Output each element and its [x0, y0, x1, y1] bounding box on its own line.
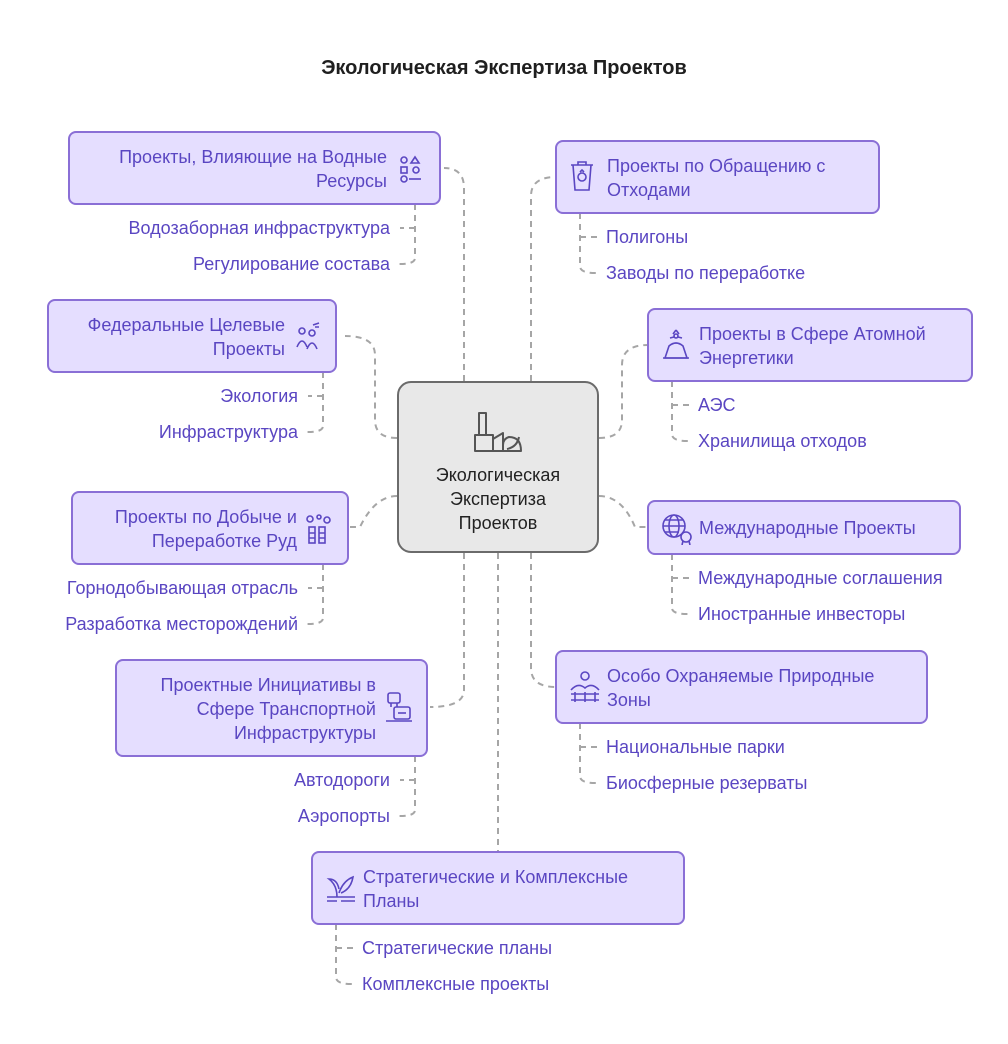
subitem-infrastructure: Инфраструктура [158, 422, 298, 442]
subitem-national-parks: Национальные парки [606, 737, 785, 757]
subitem-biosphere-reserves: Биосферные резерваты [606, 773, 808, 793]
subitem-mining-industry: Горнодобывающая отрасль [66, 578, 298, 598]
shapes-icon [400, 155, 421, 183]
subitem-npp: АЭС [698, 395, 736, 415]
subitem-airports: Аэропорты [297, 806, 390, 826]
nature-park-icon [570, 671, 600, 702]
topic-label: Проекты по Обращению с Отходами [607, 156, 826, 200]
subitem-water-intake: Водозаборная инфраструктура [128, 218, 390, 238]
globe-badge-icon [662, 514, 692, 545]
subitem-highways: Автодороги [294, 770, 390, 790]
subitem-strategic-plans: Стратегические планы [362, 938, 553, 958]
topic-label: Проекты, Влияющие на Водные Ресурсы [119, 147, 387, 191]
topic-protected-areas[interactable]: Особо Охраняемые Природные Зоны [555, 650, 928, 724]
subitem-waste-storage: Хранилища отходов [698, 431, 867, 451]
factory-leaf-icon [474, 412, 522, 452]
topic-label: Проекты в Сфере Атомной Энергетики [699, 324, 926, 368]
subitem-foreign-investors: Иностранные инвесторы [698, 604, 906, 624]
topic-label: Стратегические и Комплексные Планы [363, 867, 629, 911]
transport-icon [386, 692, 412, 722]
topic-water-resources[interactable]: Проекты, Влияющие на Водные Ресурсы [68, 131, 441, 205]
topic-nuclear-energy[interactable]: Проекты в Сфере Атомной Энергетики [647, 308, 973, 382]
subitem-intl-agreements: Международные соглашения [698, 568, 943, 588]
people-target-icon [296, 322, 320, 350]
topic-label: Международные Проекты [699, 518, 916, 538]
center-node[interactable]: Экологическая Экспертиза Проектов [397, 381, 599, 553]
subitem-composition-regulation: Регулирование состава [193, 254, 390, 274]
nuclear-plant-icon [663, 329, 689, 359]
topic-label: Особо Охраняемые Природные Зоны [607, 666, 875, 710]
subitem-deposit-development: Разработка месторождений [65, 614, 298, 634]
topic-label: Проектные Инициативы в Сфере Транспортно… [160, 675, 376, 743]
mining-icon [306, 514, 331, 544]
topic-transport-infrastructure[interactable]: Проектные Инициативы в Сфере Транспортно… [115, 659, 428, 757]
plant-growth-icon [326, 875, 355, 902]
center-label: Экологическая Экспертиза Проектов [435, 465, 561, 533]
waste-bin-icon [571, 161, 593, 191]
topic-waste-management[interactable]: Проекты по Обращению с Отходами [555, 140, 880, 214]
topic-label: Проекты по Добыче и Переработке Руд [114, 507, 297, 551]
subitem-ecology: Экология [220, 386, 298, 406]
topic-federal-programs[interactable]: Федеральные Целевые Проекты [47, 299, 337, 373]
subitem-landfills: Полигоны [606, 227, 689, 247]
subitem-recycling-plants: Заводы по переработке [606, 263, 806, 283]
topic-label: Федеральные Целевые Проекты [87, 315, 285, 359]
topic-ore-mining[interactable]: Проекты по Добыче и Переработке Руд [71, 491, 349, 565]
page-title: Экологическая Экспертиза Проектов [321, 57, 687, 79]
topic-international-projects[interactable]: Международные Проекты [647, 500, 961, 555]
topic-strategic-plans[interactable]: Стратегические и Комплексные Планы [311, 851, 685, 925]
subitem-complex-projects: Комплексные проекты [362, 974, 550, 994]
